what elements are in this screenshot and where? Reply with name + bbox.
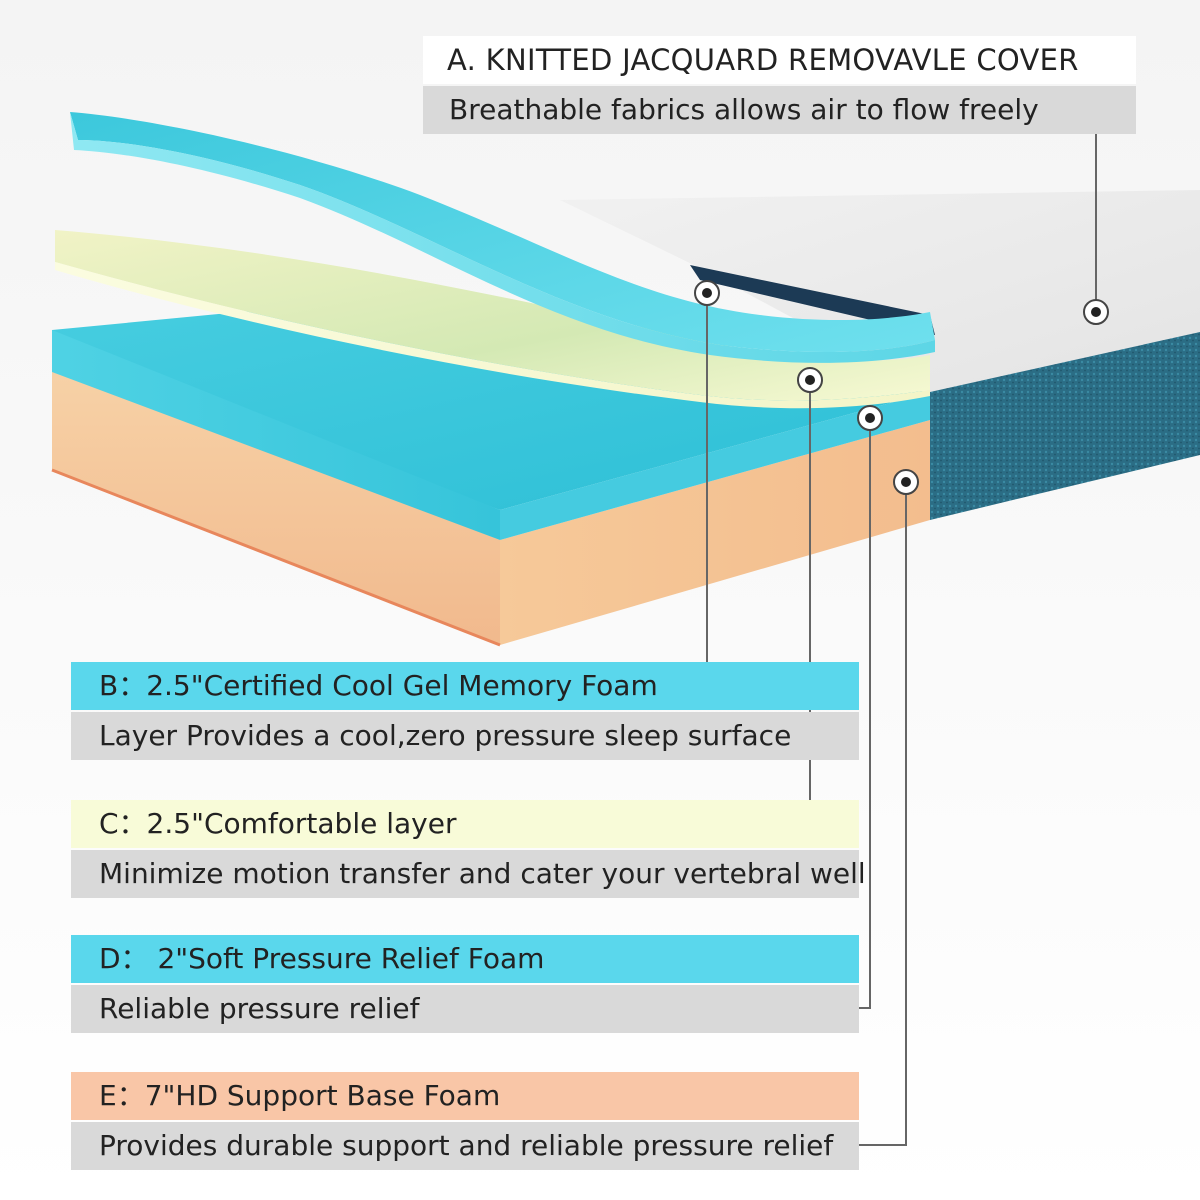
label-a: A. KNITTED JACQUARD REMOVAVLE COVER Brea… [423,36,1136,136]
label-e-title: E：7"HD Support Base Foam [71,1072,859,1120]
cover-top-surface [560,190,1200,392]
marker-dot-c [797,367,823,393]
label-d: D： 2"Soft Pressure Relief Foam Reliable … [71,935,859,1035]
marker-dot-d [857,405,883,431]
label-b: B：2.5"Certified Cool Gel Memory Foam Lay… [71,662,859,762]
base-foam-front [500,420,930,645]
leader-line-e [838,482,907,1146]
mid-gel-left-side [52,330,500,540]
mid-gel-front-side [500,392,930,540]
label-b-title: B：2.5"Certified Cool Gel Memory Foam [71,662,859,710]
label-a-description: Breathable fabrics allows air to flow fr… [423,86,1136,134]
cover-side-fabric [930,332,1200,520]
marker-dot-e [893,469,919,495]
label-d-description: Reliable pressure relief [71,985,859,1033]
cream-layer-top [55,230,930,401]
marker-dot-b [694,280,720,306]
label-c-title: C：2.5"Comfortable layer [71,800,859,848]
label-e-description: Provides durable support and reliable pr… [71,1122,859,1170]
label-c-description: Minimize motion transfer and cater your … [71,850,866,898]
marker-dot-a [1083,299,1109,325]
label-a-title: A. KNITTED JACQUARD REMOVAVLE COVER [423,36,1136,84]
gel-layer-top [70,112,935,352]
label-d-title: D： 2"Soft Pressure Relief Foam [71,935,859,983]
label-b-description: Layer Provides a cool,zero pressure slee… [71,712,859,760]
label-e: E：7"HD Support Base Foam Provides durabl… [71,1072,859,1172]
label-c: C：2.5"Comfortable layer Minimize motion … [71,800,866,900]
marker-dots [694,280,1109,495]
mid-gel-top [52,310,930,510]
base-foam-left-side [52,365,500,645]
cover-edge-shadow [690,265,935,335]
base-foam-bottom-edge [51,468,501,647]
